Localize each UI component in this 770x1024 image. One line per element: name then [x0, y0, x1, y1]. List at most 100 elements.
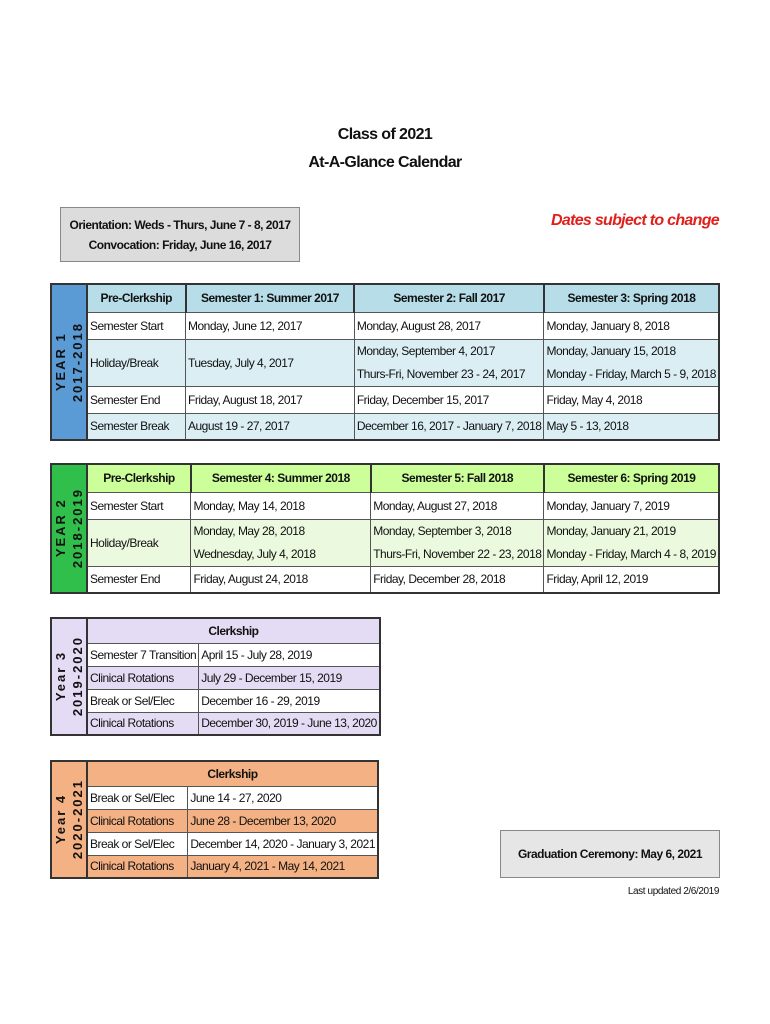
column-header: Semester 4: Summer 2018 — [189, 463, 372, 493]
date-text: Friday, August 18, 2017 — [188, 392, 303, 407]
year-name: YEAR 2 — [53, 499, 68, 558]
date-cell: Friday, August 18, 2017 — [185, 385, 355, 414]
date-cell: Monday, August 27, 2018 — [370, 491, 545, 520]
column-header: Pre-Clerkship — [86, 463, 192, 493]
date-text: Thurs-Fri, November 22 - 23, 2018 — [373, 546, 542, 561]
date-text: Friday, December 28, 2018 — [373, 572, 506, 587]
row-label: Holiday/Break — [86, 338, 186, 387]
date-cell: Monday, January 7, 2019 — [543, 491, 720, 520]
year-name: Year 3 — [53, 651, 68, 702]
date-cell: Monday, May 14, 2018 — [190, 491, 372, 520]
date-cell: April 15 - July 28, 2019 — [198, 642, 381, 667]
date-text: Monday, August 27, 2018 — [373, 498, 497, 513]
date-text: May 5 - 13, 2018 — [546, 419, 629, 434]
date-cell: Friday, May 4, 2018 — [543, 385, 720, 414]
date-text: Friday, December 15, 2017 — [356, 392, 490, 407]
date-text: Friday, April 12, 2019 — [546, 572, 648, 587]
graduation-box: Graduation Ceremony: May 6, 2021 — [500, 830, 720, 878]
date-text: Friday, August 24, 2018 — [193, 572, 308, 587]
date-cell: January 4, 2021 - May 14, 2021 — [187, 854, 379, 879]
last-updated: Last updated 2/6/2019 — [627, 886, 720, 897]
column-header: Semester 1: Summer 2017 — [184, 283, 355, 313]
date-cell: December 30, 2019 - June 13, 2020 — [198, 711, 381, 736]
row-label: Break or Sel/Elec — [86, 785, 189, 810]
year-range: 2020-2021 — [70, 779, 85, 860]
date-text: Monday, September 4, 2017 — [356, 343, 496, 358]
date-cell: Friday, December 28, 2018 — [370, 565, 545, 594]
orientation-text: Orientation: Weds - Thurs, June 7 - 8, 2… — [69, 217, 291, 232]
column-header: Semester 3: Spring 2018 — [542, 283, 720, 313]
column-header: Pre-Clerkship — [86, 283, 186, 313]
date-text: Monday, January 7, 2019 — [546, 498, 670, 513]
date-text: Monday, May 28, 2018 — [193, 523, 305, 538]
page-subtitle: At-A-Glance Calendar — [308, 154, 462, 171]
date-text: Monday, August 28, 2017 — [356, 318, 481, 333]
date-cell: December 16 - 29, 2019 — [198, 688, 381, 713]
page-title: Class of 2021 — [337, 126, 433, 143]
row-label: Semester End — [86, 565, 192, 594]
row-label: Clinical Rotations — [86, 711, 200, 736]
date-cell: Monday, August 28, 2017 — [353, 311, 545, 340]
date-text: Monday - Friday, March 4 - 8, 2019 — [546, 546, 716, 561]
date-text: Monday, May 14, 2018 — [193, 498, 305, 513]
date-text: Monday, September 3, 2018 — [373, 523, 512, 538]
orientation-box: Orientation: Weds - Thurs, June 7 - 8, 2… — [60, 207, 300, 262]
date-cell: Friday, August 24, 2018 — [190, 565, 372, 594]
date-cell: May 5 - 13, 2018 — [543, 412, 720, 441]
date-text: Monday - Friday, March 5 - 9, 2018 — [546, 366, 716, 381]
date-cell: Monday, January 8, 2018 — [543, 311, 720, 340]
year-name: Year 4 — [53, 794, 68, 845]
column-header: Semester 5: Fall 2018 — [369, 463, 545, 493]
year-range: 2017-2018 — [70, 321, 85, 403]
date-cell: Friday, April 12, 2019 — [543, 565, 720, 594]
row-label: Clinical Rotations — [86, 854, 189, 879]
date-text: Thurs-Fri, November 23 - 24, 2017 — [356, 366, 526, 381]
column-header: Semester 2: Fall 2017 — [353, 283, 545, 313]
date-cell: Tuesday, July 4, 2017 — [185, 338, 355, 387]
year-range: 2018-2019 — [70, 488, 85, 569]
date-cell: June 14 - 27, 2020 — [187, 785, 379, 810]
row-label: Semester Start — [86, 311, 186, 340]
row-label: Semester Start — [86, 491, 192, 520]
row-label: Clinical Rotations — [86, 665, 200, 690]
date-text: Friday, May 4, 2018 — [546, 392, 643, 407]
date-text: Monday, January 21, 2019 — [546, 523, 676, 538]
dates-notice: Dates subject to change — [551, 212, 720, 229]
year-range: 2019-2020 — [70, 636, 85, 717]
column-header: Clerkship — [86, 760, 379, 787]
date-cell: Friday, December 15, 2017 — [353, 385, 545, 414]
column-header: Semester 6: Spring 2019 — [542, 463, 720, 493]
date-text: December 16, 2017 - January 7, 2018 — [356, 419, 542, 434]
date-cell: July 29 - December 15, 2019 — [198, 665, 381, 690]
row-label: Clinical Rotations — [86, 808, 189, 833]
row-label: Break or Sel/Elec — [86, 831, 189, 856]
date-text: Wednesday, July 4, 2018 — [193, 546, 316, 561]
date-cell: December 14, 2020 - January 3, 2021 — [187, 831, 379, 856]
year-name: YEAR 1 — [53, 332, 68, 392]
date-cell: December 16, 2017 - January 7, 2018 — [353, 412, 545, 441]
date-cell: Monday, June 12, 2017 — [185, 311, 355, 340]
row-label: Semester Break — [86, 412, 186, 441]
